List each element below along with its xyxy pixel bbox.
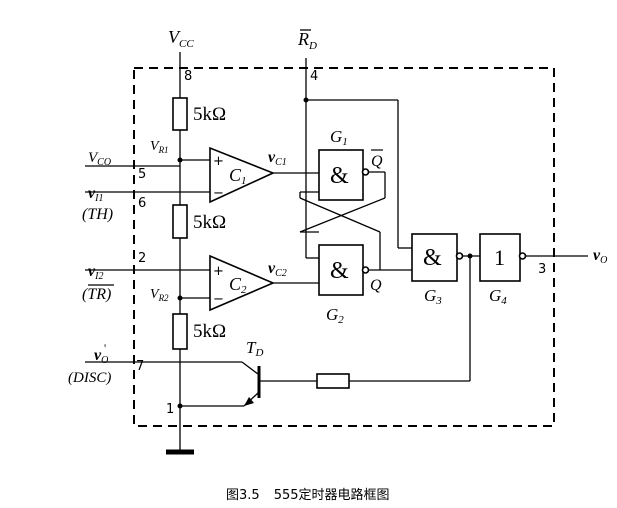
reset-label: RD [297,29,317,52]
resistor-r1 [172,97,188,131]
disc-label: (DISC) [68,370,111,386]
vco-label: VCO [88,150,111,168]
g2-symbol: & [330,258,349,284]
vi2-label: vI2 [88,263,103,282]
vo-prime-mark: ' [104,341,106,355]
vr2-label: VR2 [150,287,169,303]
vi1-label: vI1 [88,185,103,204]
base-resistor [316,373,350,389]
c1-minus: − [213,186,224,201]
wires [85,52,588,455]
resistor-r3 [172,313,188,350]
gate-g2 [318,244,364,296]
gate-g2-bubble [361,266,370,274]
g3-name: G3 [424,286,442,307]
output-label: vO [593,247,607,266]
tr-label: (TR) [82,286,111,303]
gate-g3 [411,233,458,282]
g2-out-label: Q [370,277,382,294]
junctions [177,97,473,409]
c1-out-label: vC1 [268,149,287,168]
resistor-r2-label: 5kΩ [193,212,226,233]
chip-boundary [133,67,555,427]
gate-g4-bubble [518,252,527,260]
c2-plus: + [213,264,224,279]
g4-symbol: 1 [494,245,505,270]
c2-out-label: vC2 [268,260,287,279]
c2-name: C2 [229,274,247,296]
pin-4: 4 [310,69,318,84]
g4-name: G4 [489,286,507,307]
pin-7: 7 [136,359,144,374]
g2-name: G2 [326,305,344,326]
transistor-label: TD [246,338,263,359]
pin-5: 5 [138,167,146,182]
th-label: (TH) [82,206,113,223]
c1-name: C1 [229,165,247,187]
pin-8: 8 [184,69,192,84]
gate-g1-bubble [361,168,370,176]
g1-out-label: Q [371,153,383,170]
pin-3: 3 [538,262,546,277]
comparator-c2 [209,254,276,312]
comparator-c1 [209,146,276,204]
resistor-r1-label: 5kΩ [193,104,226,125]
g3-symbol: & [423,245,442,271]
pin-6: 6 [138,196,146,211]
vcc-label: VCC [168,27,194,50]
gate-g4 [479,233,521,282]
resistor-r3-label: 5kΩ [193,321,226,342]
resistor-r2 [172,204,188,239]
gate-g3-bubble [455,252,464,260]
g1-symbol: & [330,163,349,189]
vo-prime-label: vO [94,347,108,366]
pin-2: 2 [138,251,146,266]
emitter-arrow [244,397,254,406]
g1-name: G1 [330,127,348,148]
c1-plus: + [213,154,224,169]
c2-minus: − [213,292,224,307]
vr1-label: VR1 [150,139,169,155]
gate-g1 [318,149,364,201]
pin-1: 1 [166,402,174,417]
